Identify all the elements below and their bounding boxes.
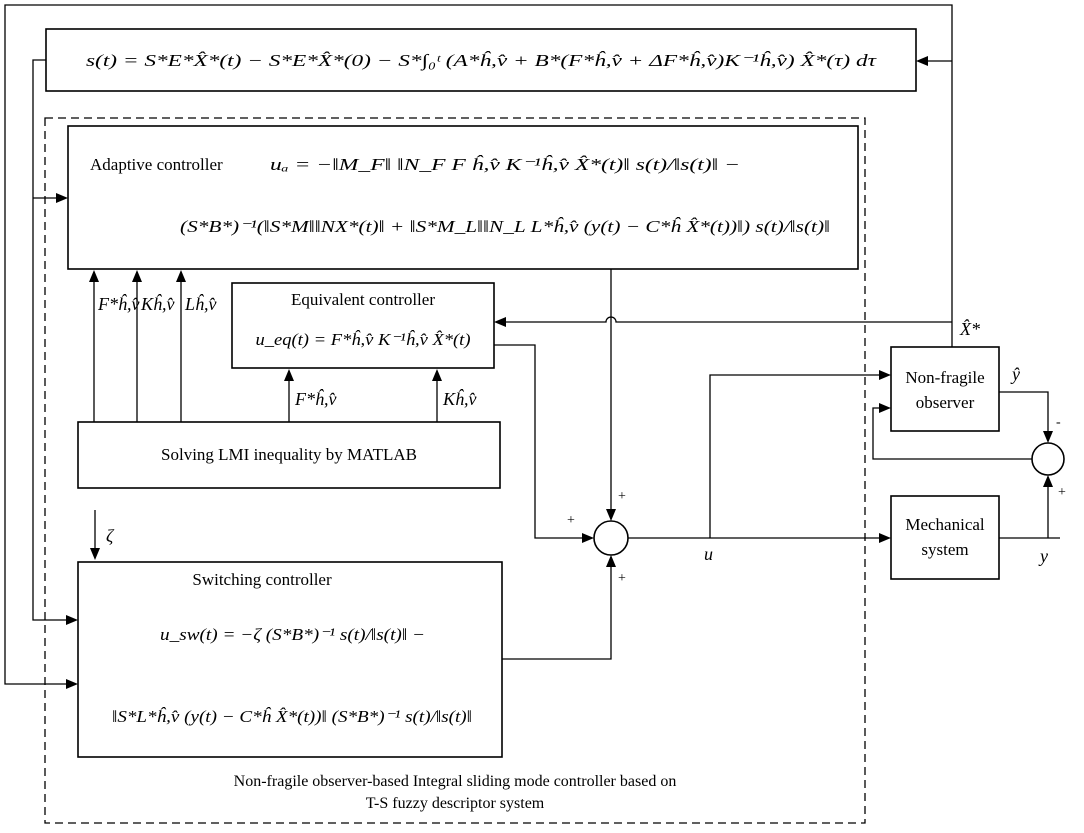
plant-label-line1: Mechanical	[905, 515, 985, 534]
plant-block	[890, 495, 1000, 580]
state-estimate-to-equivalent	[502, 316, 952, 323]
equivalent-controller-block	[231, 282, 495, 369]
gain-K-adaptive-label: Kĥ,v̂	[140, 293, 175, 314]
arrow-yhat-into-error-sum	[1043, 431, 1053, 443]
zeta-label: ζ	[106, 526, 115, 546]
observer-label-line2: observer	[916, 393, 975, 412]
gain-F-adaptive-label: F*ĥ,v̂	[97, 293, 139, 314]
control-to-observer-wire	[709, 374, 883, 538]
observer-block	[890, 346, 1000, 432]
arrow-switching-into-sum	[606, 555, 616, 567]
plant-label-line2: system	[921, 540, 968, 559]
estimated-output-label: ŷ	[1010, 364, 1020, 384]
arrow-into-sliding-surface	[916, 56, 928, 66]
arrow-into-switching-bottom	[66, 679, 78, 689]
controller-boundary	[44, 117, 866, 824]
arrow-gain-F-equivalent	[284, 369, 294, 381]
switching-output-wire	[502, 563, 612, 660]
adaptive-controller-block	[67, 125, 859, 270]
sliding-surface-equation: s(t) = S*E*X̂*(t) − S*E*X̂*(0) − S*∫₀ᵗ (…	[86, 51, 877, 71]
arrow-into-adaptive	[56, 193, 68, 203]
arrow-into-observer-u	[879, 370, 891, 380]
error-summing-junction	[1031, 442, 1065, 476]
arrow-into-switching-top	[66, 615, 78, 625]
switching-controller-label: Switching controller	[192, 570, 332, 589]
arrow-gain-L-adaptive	[176, 270, 186, 282]
arrow-y-into-error-sum	[1043, 475, 1053, 487]
error-feedback-wire	[872, 407, 1032, 460]
state-estimate-feedback-loop	[4, 4, 953, 685]
estimated-output-wire	[999, 391, 1049, 435]
gain-K-equivalent-label: Kĥ,v̂	[442, 388, 477, 409]
switching-controller-equation-line1: u_sw(t) = −ζ (S*B*)⁻¹ s(t)/‖s(t)‖ −	[160, 625, 425, 644]
arrow-adaptive-into-sum	[606, 509, 616, 521]
arrow-gain-K-adaptive	[132, 270, 142, 282]
adaptive-controller-label: Adaptive controller	[90, 155, 223, 174]
equivalent-controller-label: Equivalent controller	[291, 290, 435, 309]
sliding-surface-block	[45, 28, 917, 92]
arrow-gain-K-equivalent	[432, 369, 442, 381]
arrow-gain-F-adaptive	[89, 270, 99, 282]
equivalent-output-wire	[494, 344, 586, 539]
arrow-into-observer-error	[879, 403, 891, 413]
sum-sign-equivalent: +	[567, 513, 575, 528]
caption-line2: T-S fuzzy descriptor system	[366, 795, 545, 812]
gain-L-adaptive-label: Lĥ,v̂	[184, 293, 217, 314]
gain-F-equivalent-label: F*ĥ,v̂	[294, 388, 336, 409]
arrow-into-equivalent	[494, 317, 506, 327]
caption-line1: Non-fragile observer-based Integral slid…	[234, 773, 677, 790]
error-sign-measured: +	[1058, 485, 1066, 500]
sliding-variable-branch	[32, 59, 70, 621]
estimated-state-label: X̂*	[959, 319, 980, 339]
observer-label-line1: Non-fragile	[905, 368, 984, 387]
adaptive-controller-equation-line1: uₐ = −‖M_F‖ ‖N_F F ĥ,v̂ K⁻¹ĥ,v̂ X̂*(t)‖ …	[270, 155, 740, 174]
switching-controller-block	[77, 561, 503, 758]
switching-controller-equation-line2: ‖S*L*ĥ,v̂ (y(t) − C*ĥ X̂*(t))‖ (S*B*)⁻¹ …	[112, 707, 472, 726]
equivalent-controller-equation: u_eq(t) = F*ĥ,v̂ K⁻¹ĥ,v̂ X̂*(t)	[256, 330, 471, 349]
sum-sign-adaptive: +	[618, 489, 626, 504]
control-input-label: u	[704, 544, 713, 564]
arrow-zeta-input	[90, 548, 100, 560]
error-sign-estimated: -	[1056, 415, 1061, 430]
sum-sign-switching: +	[618, 571, 626, 586]
lmi-solver-label: Solving LMI inequality by MATLAB	[161, 445, 417, 464]
main-summing-junction	[593, 520, 629, 556]
arrow-equivalent-into-sum	[582, 533, 594, 543]
arrow-into-plant	[879, 533, 891, 543]
output-label: y	[1038, 546, 1048, 566]
adaptive-controller-equation-line2: (S*B*)⁻¹(‖S*M‖‖NX*(t)‖ + ‖S*M_L‖‖N_L L*ĥ…	[180, 217, 830, 236]
